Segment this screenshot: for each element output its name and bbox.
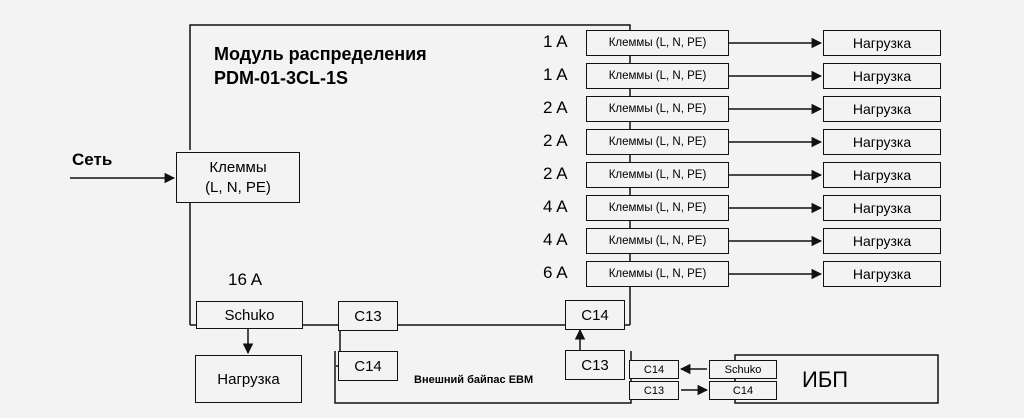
output-rating: 4 A xyxy=(543,197,568,216)
ups-label: ИБП xyxy=(802,367,849,392)
input-terminal-box: Клеммы (L, N, PE) xyxy=(176,152,300,203)
module-outline xyxy=(189,24,631,285)
bypass-c14-connector: C14 xyxy=(338,351,398,381)
bypass-label: Внешний байпас EBM xyxy=(414,374,534,386)
output-rating: 2 A xyxy=(543,131,568,150)
output-terminal-box: Клеммы (L, N, PE) xyxy=(586,162,729,188)
ups-schuko: Schuko xyxy=(709,360,777,379)
output-rating: 1 A xyxy=(543,32,568,51)
output-terminal-box: Клеммы (L, N, PE) xyxy=(586,129,729,155)
output-load-box: Нагрузка xyxy=(823,96,941,122)
module-title: Модуль распределения PDM-01-3CL-1S xyxy=(214,42,427,90)
output-load-box: Нагрузка xyxy=(823,228,941,254)
schuko-load-box: Нагрузка xyxy=(195,355,302,403)
c13-connector: C13 xyxy=(338,301,398,331)
ups-c14: C14 xyxy=(709,381,777,400)
bypass-c14-out: C14 xyxy=(629,360,679,379)
output-rating: 4 A xyxy=(543,230,568,249)
input-terminal-line2: (L, N, PE) xyxy=(205,178,271,196)
input-terminal-line1: Клеммы xyxy=(209,158,267,176)
schuko-box: Schuko xyxy=(196,301,303,329)
output-terminal-box: Клеммы (L, N, PE) xyxy=(586,228,729,254)
output-terminal-box: Клеммы (L, N, PE) xyxy=(586,261,729,287)
ups-outline xyxy=(734,354,939,404)
output-rating: 1 A xyxy=(543,65,568,84)
module-title-line1: Модуль распределения xyxy=(214,44,427,64)
output-load-box: Нагрузка xyxy=(823,162,941,188)
module-title-line2: PDM-01-3CL-1S xyxy=(214,68,349,88)
output-load-box: Нагрузка xyxy=(823,195,941,221)
output-rating: 2 A xyxy=(543,98,568,117)
output-rating: 6 A xyxy=(543,263,568,282)
c14-connector: C14 xyxy=(565,300,625,330)
output-terminal-box: Клеммы (L, N, PE) xyxy=(586,63,729,89)
output-load-box: Нагрузка xyxy=(823,63,941,89)
output-load-box: Нагрузка xyxy=(823,261,941,287)
bypass-c13-out: C13 xyxy=(629,381,679,400)
output-load-box: Нагрузка xyxy=(823,129,941,155)
output-terminal-box: Клеммы (L, N, PE) xyxy=(586,30,729,56)
net-label: Сеть xyxy=(72,150,113,169)
output-rating: 2 A xyxy=(543,164,568,183)
schuko-rating: 16 A xyxy=(228,270,263,289)
output-terminal-box: Клеммы (L, N, PE) xyxy=(586,96,729,122)
output-terminal-box: Клеммы (L, N, PE) xyxy=(586,195,729,221)
output-load-box: Нагрузка xyxy=(823,30,941,56)
bypass-c13-connector: C13 xyxy=(565,350,625,380)
